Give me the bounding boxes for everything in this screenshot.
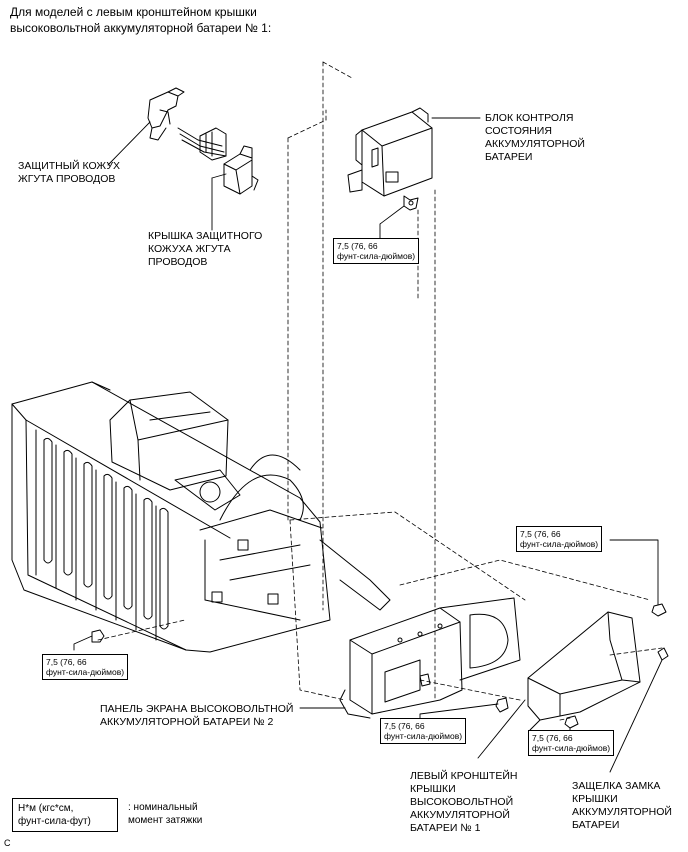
legend-box: Н*м (кгс*см, фунт-сила-фут) — [12, 798, 118, 832]
torque-value: 7,5 (76, 66 — [520, 529, 561, 539]
label-harness-cover-line-1: КРЫШКА ЗАЩИТНОГО — [148, 230, 263, 242]
label-harness-protector-line-2: ЖГУТА ПРОВОДОВ — [18, 173, 116, 185]
legend-description-line-2: момент затяжки — [128, 815, 203, 826]
battery-monitor-unit-drawing — [347, 107, 433, 211]
torque-unit: фунт-сила-дюймов) — [46, 667, 125, 677]
torque-spec-bracket-bolt: 7,5 (76, 66 фунт-сила-дюймов) — [528, 730, 615, 756]
label-left-bracket-line-1: ЛЕВЫЙ КРОНШТЕЙН — [410, 770, 518, 782]
label-monitor-unit-line-3: АККУМУЛЯТОРНОЙ — [485, 138, 585, 150]
label-latch-line-2: КРЫШКИ — [572, 793, 618, 805]
label-screen-panel-line-1: ПАНЕЛЬ ЭКРАНА ВЫСОКОВОЛЬТНОЙ — [100, 703, 294, 715]
torque-unit: фунт-сила-дюймов) — [532, 743, 611, 753]
leader-lines — [73, 117, 663, 773]
torque-spec-monitor-unit: 7,5 (76, 66 фунт-сила-дюймов) — [333, 238, 420, 264]
torque-spec-frame-bolt: 7,5 (76, 66 фунт-сила-дюймов) — [42, 654, 129, 680]
assembly-guide-lines — [97, 61, 663, 721]
label-latch-line-3: АККУМУЛЯТОРНОЙ — [572, 806, 672, 818]
torque-unit: фунт-сила-дюймов) — [384, 731, 463, 741]
torque-value: 7,5 (76, 66 — [337, 241, 378, 251]
torque-value: 7,5 (76, 66 — [532, 733, 573, 743]
harness-protector-drawing — [147, 87, 227, 161]
title-line-1: Для моделей с левым кронштейном крышки — [10, 5, 257, 19]
legend-box-line-1: Н*м (кгс*см, — [18, 803, 74, 814]
torque-unit: фунт-сила-дюймов) — [520, 539, 599, 549]
label-harness-protector: ЗАЩИТНЫЙ КОЖУХ ЖГУТА ПРОВОДОВ — [18, 160, 120, 186]
legend-description: : номинальный момент затяжки — [128, 801, 202, 827]
label-monitor-unit: БЛОК КОНТРОЛЯ СОСТОЯНИЯ АККУМУЛЯТОРНОЙ Б… — [485, 112, 585, 164]
label-left-bracket-line-5: БАТАРЕИ № 1 — [410, 822, 481, 834]
label-screen-panel: ПАНЕЛЬ ЭКРАНА ВЫСОКОВОЛЬТНОЙ АККУМУЛЯТОР… — [100, 703, 293, 729]
label-left-bracket-line-3: ВЫСОКОВОЛЬТНОЙ — [410, 796, 514, 808]
label-monitor-unit-line-4: БАТАРЕИ — [485, 151, 533, 163]
torque-spec-panel-bolt: 7,5 (76, 66 фунт-сила-дюймов) — [380, 718, 467, 744]
diagram-title: Для моделей с левым кронштейном крышки в… — [10, 4, 340, 36]
label-latch: ЗАЩЕЛКА ЗАМКА КРЫШКИ АККУМУЛЯТОРНОЙ БАТА… — [572, 780, 672, 832]
battery-frame-drawing — [11, 381, 391, 653]
left-bracket-drawing — [527, 611, 641, 741]
legend-box-line-2: фунт-сила-фут) — [18, 816, 91, 827]
label-latch-line-1: ЗАЩЕЛКА ЗАМКА — [572, 780, 661, 792]
torque-value: 7,5 (76, 66 — [384, 721, 425, 731]
harness-cover-drawing — [223, 145, 259, 195]
fasteners-drawing — [91, 603, 669, 729]
screen-panel-drawing — [339, 597, 521, 719]
label-monitor-unit-line-2: СОСТОЯНИЯ — [485, 125, 552, 137]
torque-value: 7,5 (76, 66 — [46, 657, 87, 667]
label-harness-cover-line-2: КОЖУХА ЖГУТА — [148, 243, 231, 255]
label-latch-line-4: БАТАРЕИ — [572, 819, 620, 831]
label-monitor-unit-line-1: БЛОК КОНТРОЛЯ — [485, 112, 574, 124]
label-screen-panel-line-2: АККУМУЛЯТОРНОЙ БАТАРЕИ № 2 — [100, 716, 274, 728]
label-left-bracket: ЛЕВЫЙ КРОНШТЕЙН КРЫШКИ ВЫСОКОВОЛЬТНОЙ АК… — [410, 770, 517, 835]
torque-unit: фунт-сила-дюймов) — [337, 251, 416, 261]
label-harness-cover: КРЫШКА ЗАЩИТНОГО КОЖУХА ЖГУТА ПРОВОДОВ — [148, 230, 262, 269]
corner-mark: C — [4, 838, 11, 848]
label-left-bracket-line-4: АККУМУЛЯТОРНОЙ — [410, 809, 510, 821]
legend-description-line-1: : номинальный — [128, 802, 198, 813]
label-harness-protector-line-1: ЗАЩИТНЫЙ КОЖУХ — [18, 160, 121, 172]
label-left-bracket-line-2: КРЫШКИ — [410, 783, 456, 795]
torque-spec-latch-nut: 7,5 (76, 66 фунт-сила-дюймов) — [516, 526, 603, 552]
label-harness-cover-line-3: ПРОВОДОВ — [148, 256, 208, 268]
title-line-2: высоковольтной аккумуляторной батареи № … — [10, 21, 272, 35]
